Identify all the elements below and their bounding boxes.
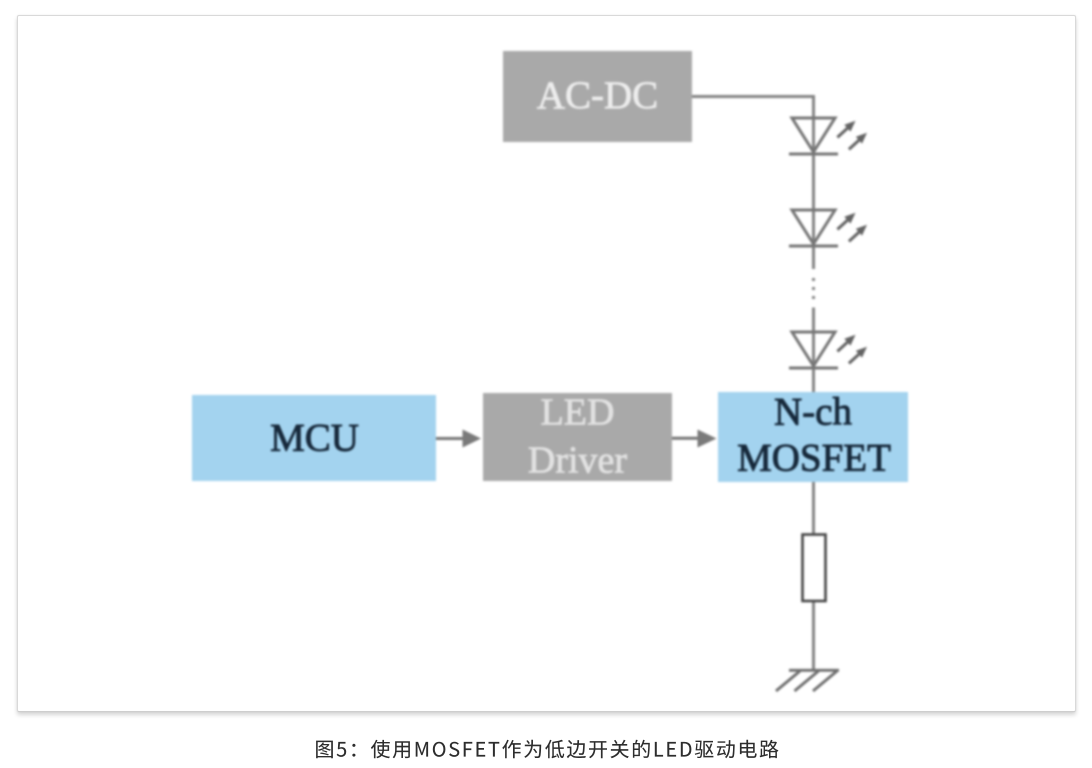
svg-text:MOSFET: MOSFET (737, 437, 891, 480)
svg-text:MCU: MCU (270, 417, 359, 460)
svg-text:Driver: Driver (528, 440, 628, 482)
svg-text:N-ch: N-ch (774, 391, 852, 434)
svg-text:AC-DC: AC-DC (537, 74, 658, 117)
svg-text:LED: LED (541, 392, 615, 434)
